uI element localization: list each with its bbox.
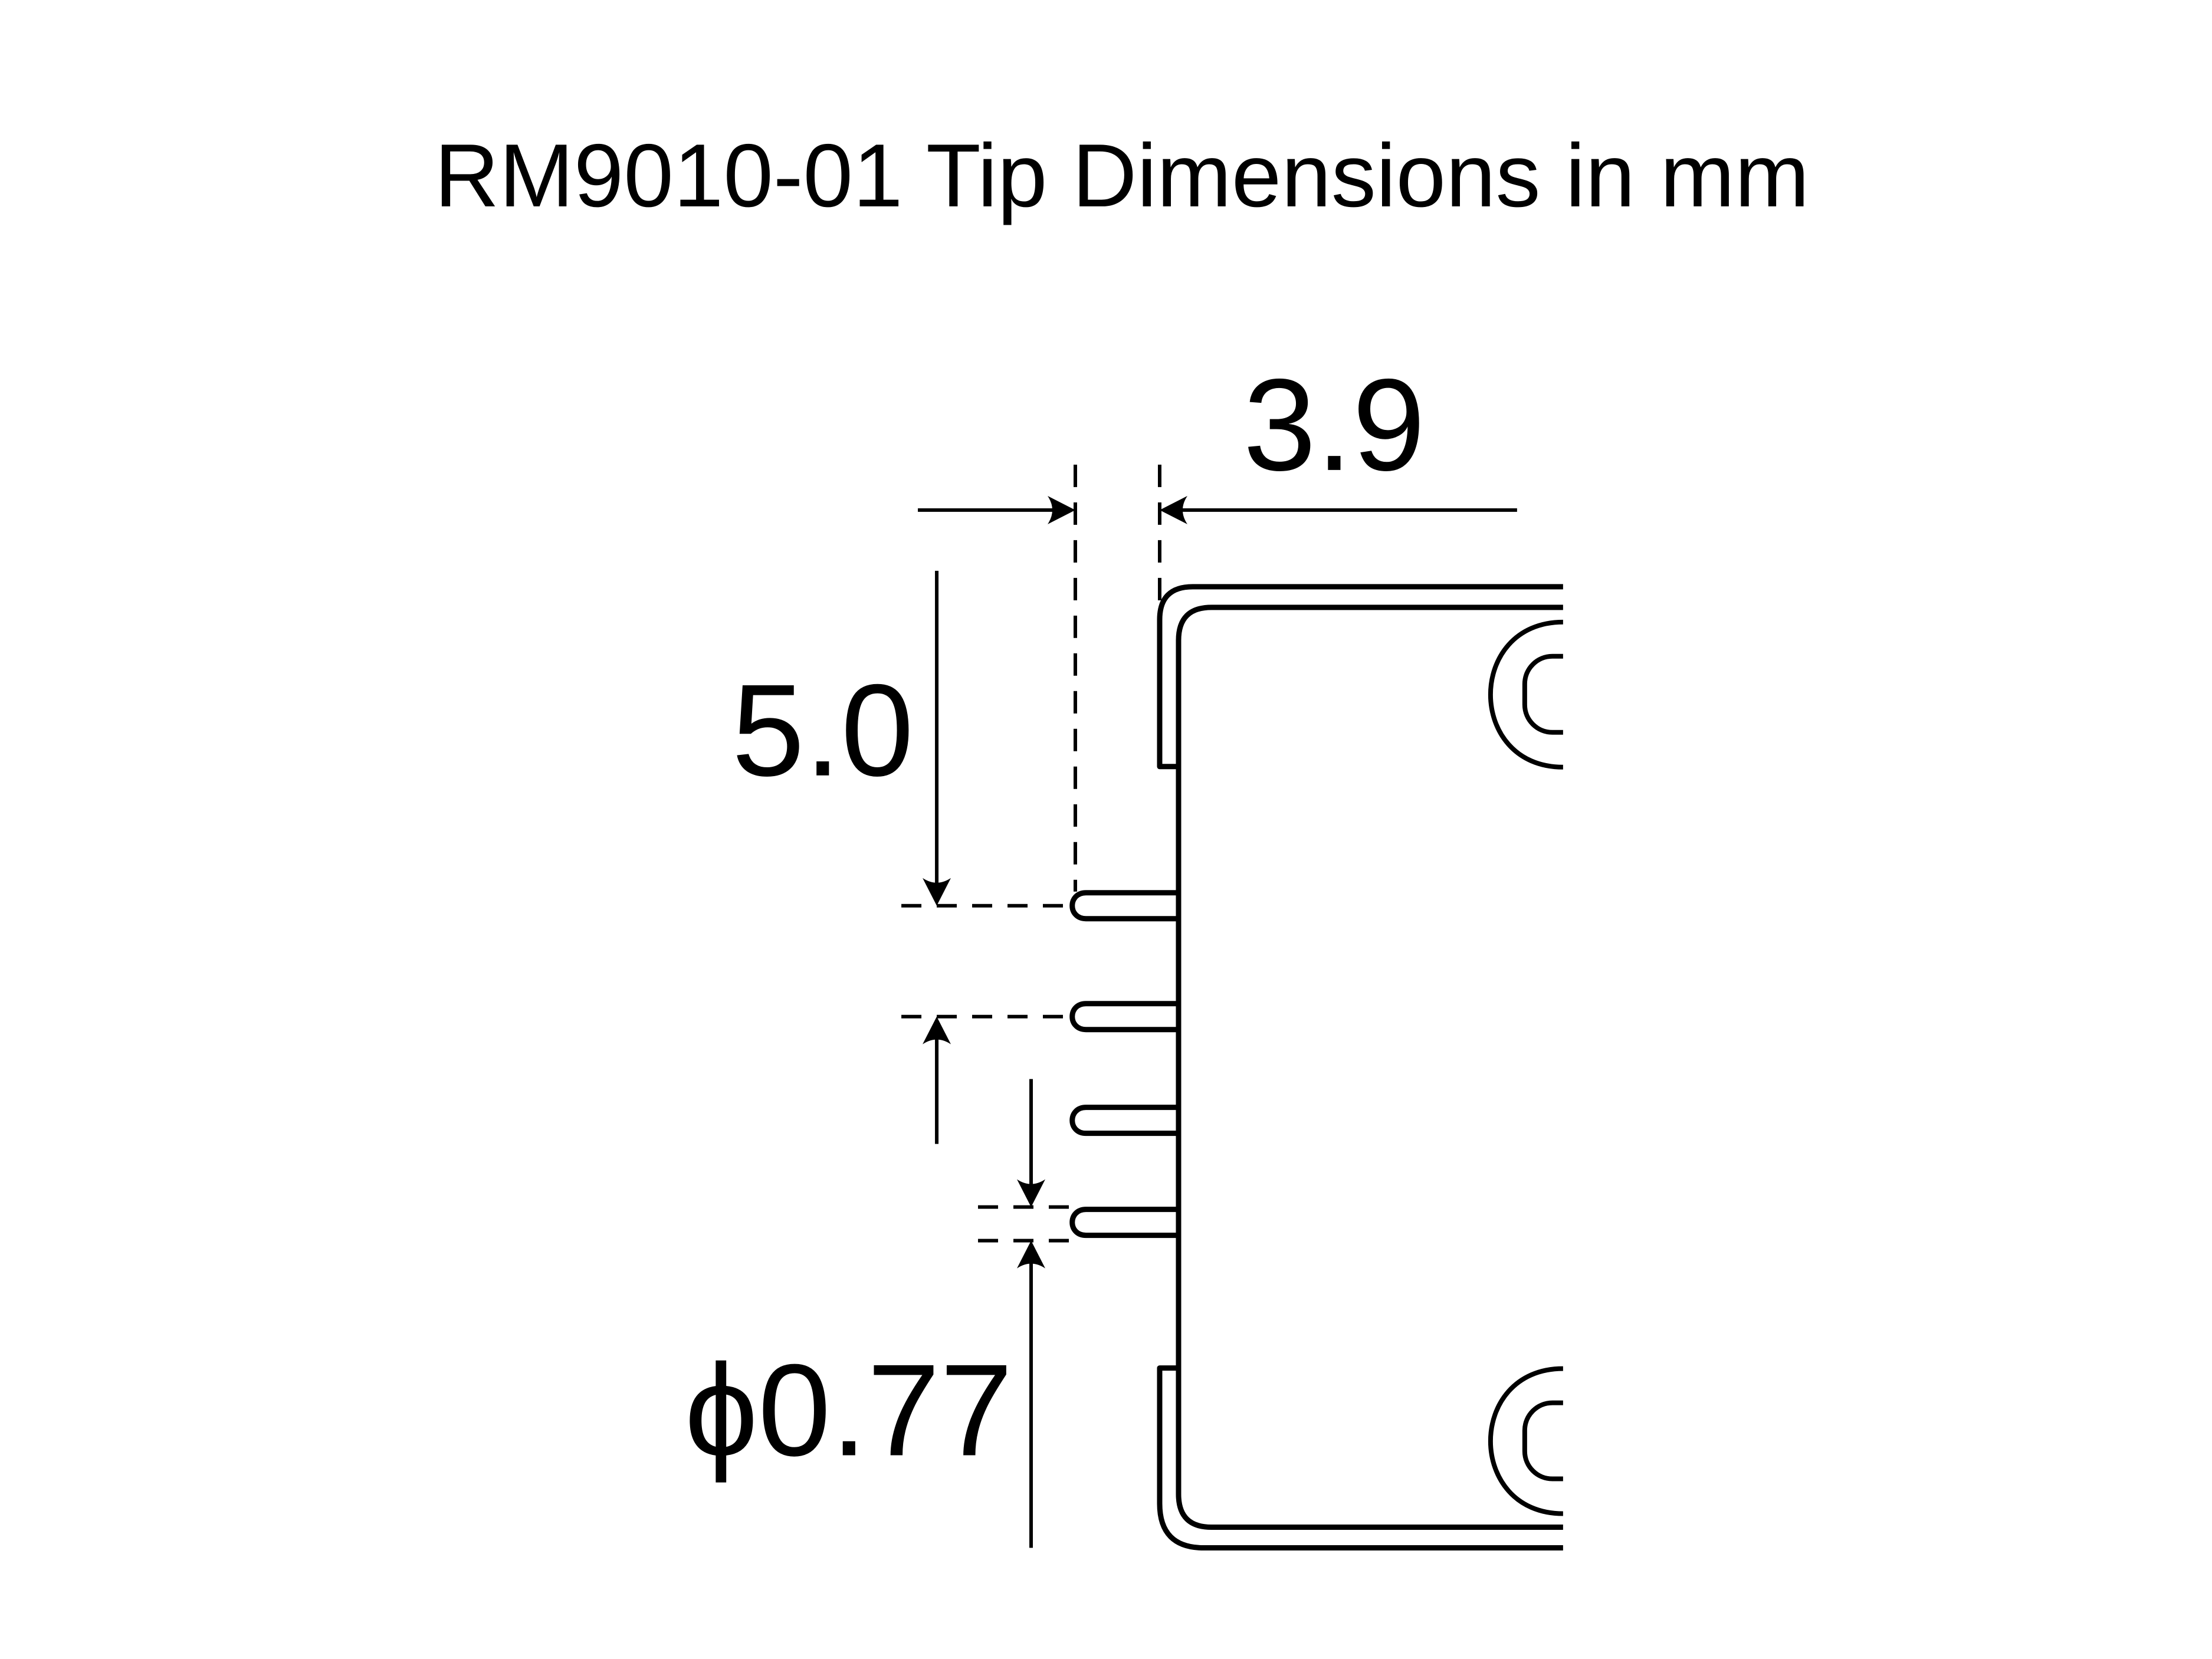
pin-3	[1069, 1105, 1179, 1136]
screw-top-phillips-recess-icon	[1522, 653, 1563, 735]
arrow-down-icon	[923, 878, 951, 906]
arrow-up-icon	[923, 1016, 951, 1044]
pin-2	[1069, 1001, 1179, 1033]
drawing-title: RM9010-01 Tip Dimensions in mm	[434, 126, 1809, 226]
flange-top-outline	[1157, 584, 1563, 770]
arrow-left-icon	[1159, 495, 1187, 524]
screw-top-head-arc	[1488, 619, 1563, 770]
screws	[1488, 619, 1563, 1516]
dim-label-5-0: 5.0	[732, 658, 914, 804]
screw-bottom-head-arc	[1488, 1366, 1563, 1516]
dimension-pin-protrusion: 3.9	[918, 352, 1517, 892]
dimension-pin-pitch: 5.0	[732, 570, 1073, 1144]
arrow-up-icon	[1017, 1240, 1046, 1269]
connector-body	[1157, 584, 1563, 1551]
dim-label-3-9: 3.9	[1243, 352, 1426, 498]
body-outline	[1176, 605, 1563, 1530]
screw-bottom-phillips-recess-icon	[1522, 1400, 1563, 1481]
dim-label-phi-0-77: ϕ0.77	[685, 1338, 1013, 1484]
pin-4	[1069, 1207, 1179, 1238]
flange-bottom-outline	[1157, 1365, 1563, 1551]
pins	[1069, 890, 1179, 1238]
arrow-right-icon	[1048, 495, 1076, 524]
dimension-pin-diameter: ϕ0.77	[685, 1079, 1080, 1548]
pin-1	[1069, 890, 1179, 922]
arrow-down-icon	[1017, 1179, 1046, 1207]
